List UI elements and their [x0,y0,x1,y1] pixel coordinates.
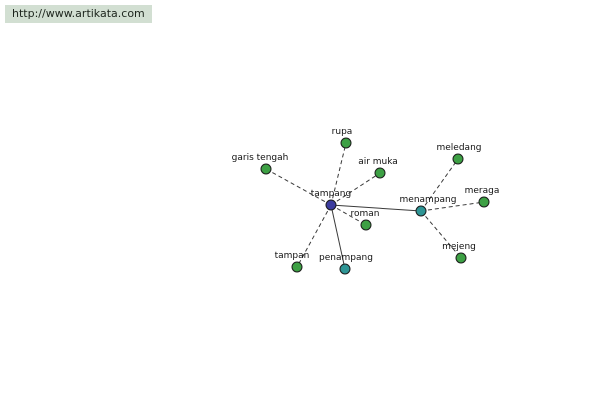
graph-edge-tampang-tampan [296,204,332,268]
graph-node-penampang[interactable] [339,263,351,275]
graph-node-meledang[interactable] [452,153,464,165]
graph-edge-tampang-air_muka [330,172,381,206]
graph-edge-menampang-mejeng [420,210,462,259]
graph-node-tampang[interactable] [325,199,337,211]
graph-node-meraga[interactable] [478,196,490,208]
graph-label-tampan: tampan [275,251,310,261]
graph-node-mejeng[interactable] [455,252,467,264]
url-bar[interactable]: http://www.artikata.com [5,5,152,23]
graph-node-menampang[interactable] [415,205,427,217]
graph-edge-tampang-menampang [330,204,422,212]
graph-node-tampan[interactable] [291,261,303,273]
graph-node-roman[interactable] [360,219,372,231]
graph-edge-menampang-meraga [420,201,485,212]
graph-label-air_muka: air muka [358,157,398,167]
graph-label-menampang: menampang [400,195,457,205]
graph-node-garis_tengah[interactable] [260,163,272,175]
graph-edge-tampang-garis_tengah [265,168,332,206]
graph-node-rupa[interactable] [340,137,352,149]
graph-label-penampang: penampang [319,253,373,263]
graph-label-rupa: rupa [332,127,353,137]
graph-node-air_muka[interactable] [374,167,386,179]
graph-label-meraga: meraga [465,186,500,196]
graph-label-tampang: tampang [311,189,351,199]
graph-label-mejeng: mejeng [442,242,476,252]
graph-edge-menampang-meledang [420,158,459,212]
graph-edge-tampang-rupa [330,142,347,206]
url-text: http://www.artikata.com [12,7,145,20]
graph-label-roman: roman [351,209,380,219]
graph-label-meledang: meledang [437,143,482,153]
graph-edge-tampang-penampang [330,204,346,270]
graph-label-garis_tengah: garis tengah [232,153,289,163]
